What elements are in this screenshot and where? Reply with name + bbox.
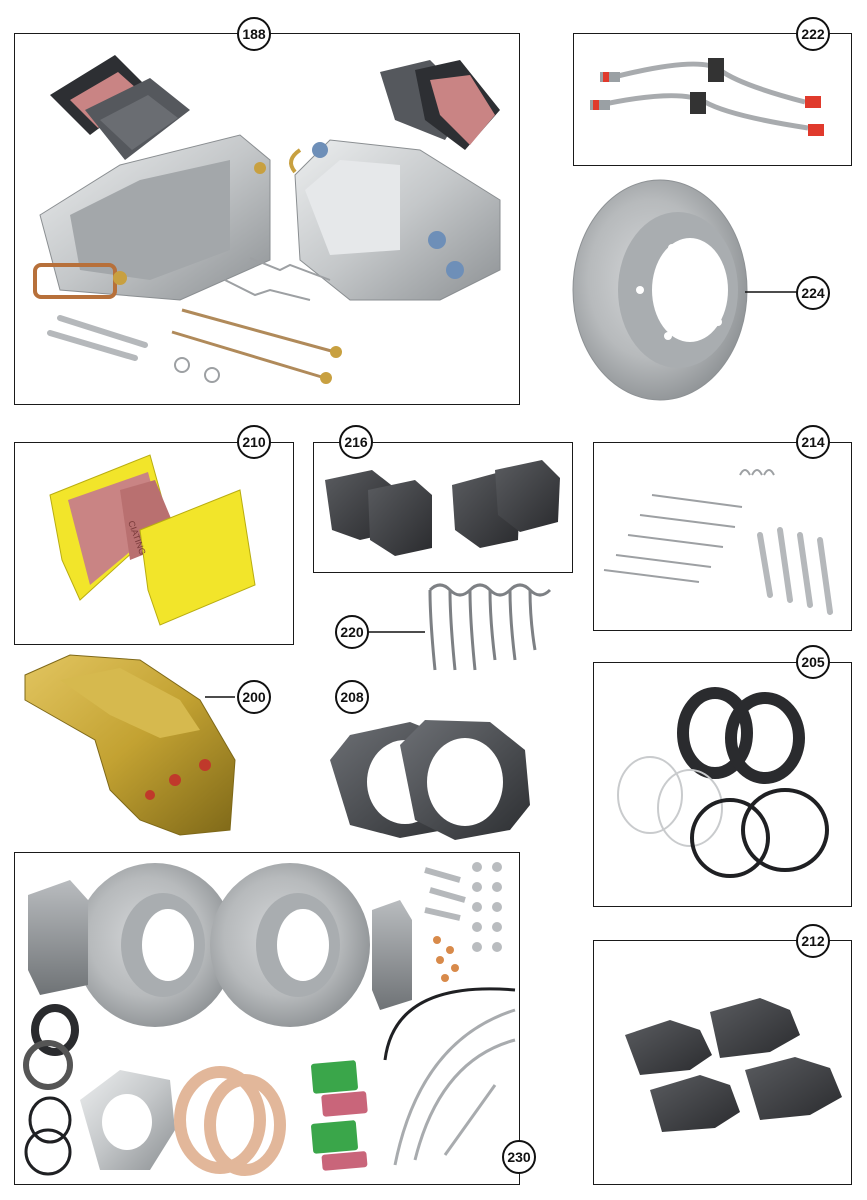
panel-212-frame [593,940,852,1185]
brake-disc-224-art [572,179,800,401]
callout-205: 205 [796,645,830,679]
callout-188: 188 [237,17,271,51]
callout-224: 224 [796,276,830,310]
panel-205-frame [593,662,852,907]
panel-214-frame [593,442,852,631]
brake-pads-216-art [325,460,560,556]
callout-220: 220 [335,615,369,649]
callout-200: 200 [237,680,271,714]
callout-212: 212 [796,924,830,958]
seals-205-art [617,687,829,878]
callout-210: 210 [237,425,271,459]
brake-pads-210-art: CIATING [49,454,256,626]
panel-216-frame [313,442,573,573]
callout-208: 208 [335,680,369,714]
spring-220-art [367,583,552,671]
pad-fitting-kit-214-art [603,469,833,615]
complete-brake-kit-230-art [23,862,516,1176]
panel-210-frame [14,442,294,645]
callout-214: 214 [796,425,830,459]
brake-pads-212-art [625,998,842,1132]
panel-222-frame [573,33,852,166]
gold-caliper-200-art [24,654,236,836]
caliper-kit-188-art [33,55,501,384]
callout-216: 216 [339,425,373,459]
spacer-plates-208-art [330,720,530,840]
callout-222: 222 [796,17,830,51]
brake-hoses-222-art [590,58,824,136]
callout-230: 230 [502,1140,536,1174]
panel-230-frame [14,852,520,1185]
